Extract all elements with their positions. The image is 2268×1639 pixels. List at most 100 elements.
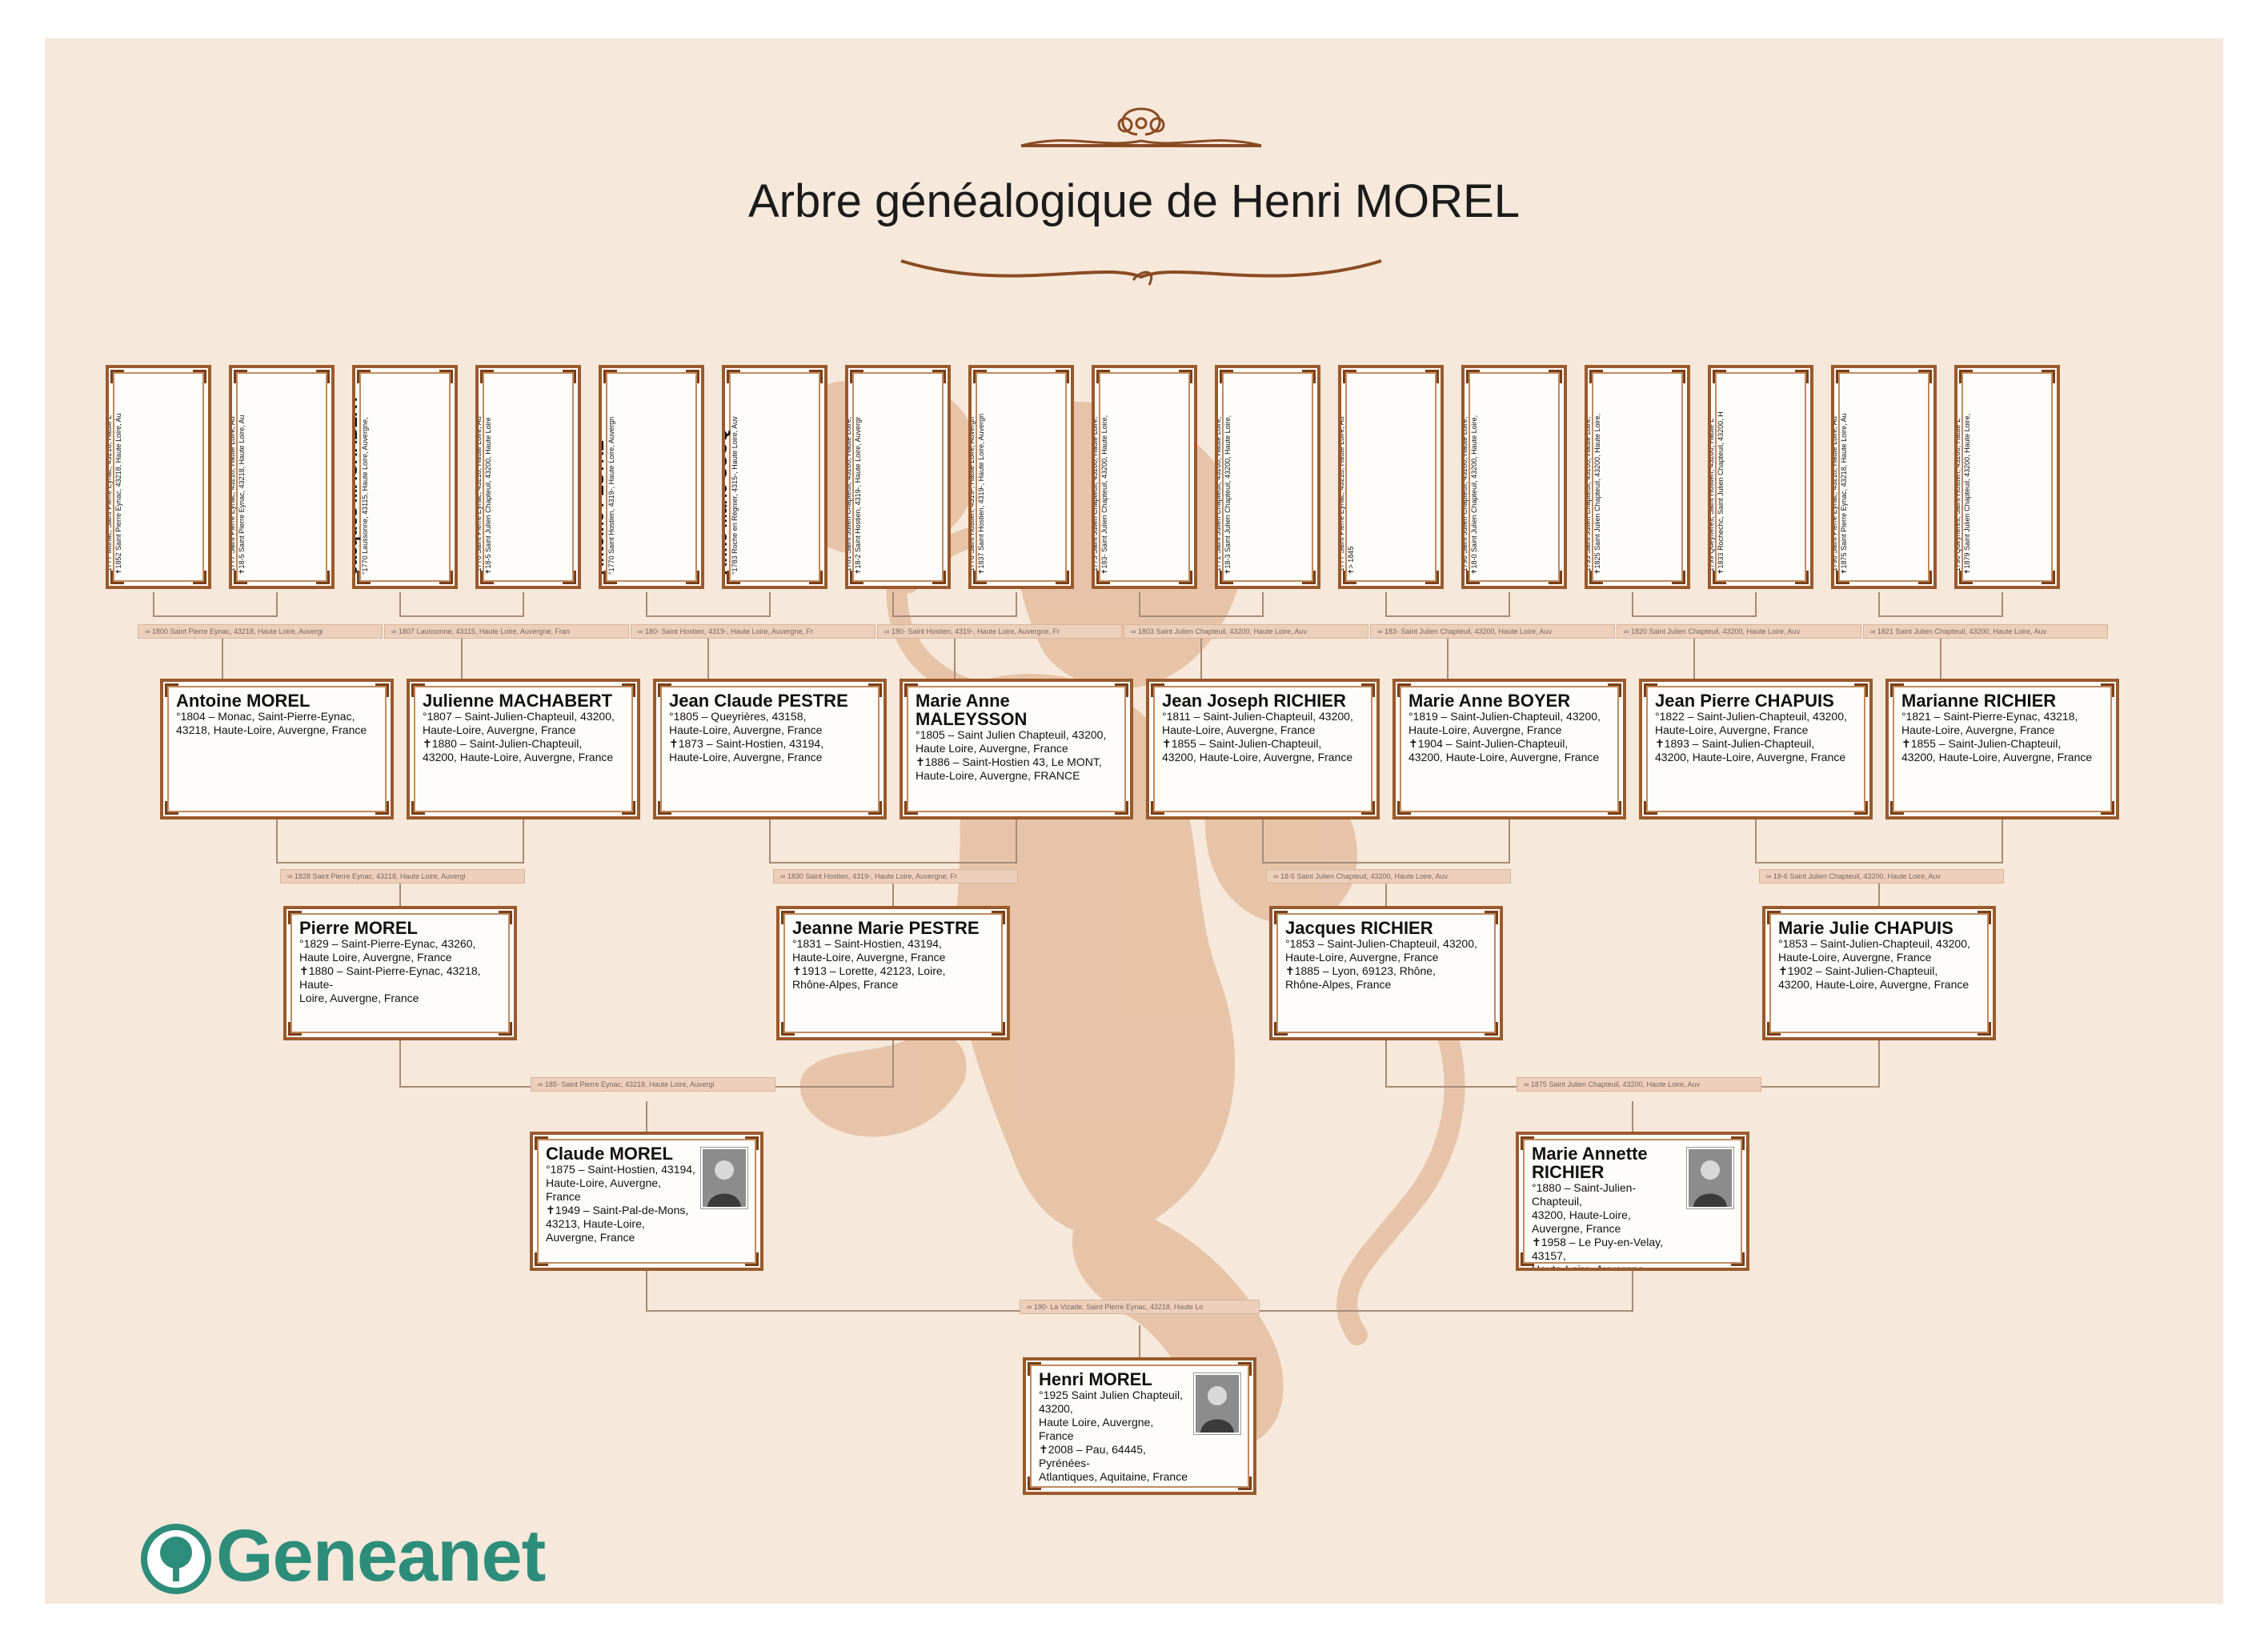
poster: Arbre généalogique de Henri MOREL <box>45 38 2223 1604</box>
person-card-gen5[interactable]: Jean Pierre MALEYSSON°1781 Saint Julien … <box>845 365 951 589</box>
person-card[interactable]: Jean Joseph RICHIER°1811 – Saint-Julien-… <box>1146 679 1380 820</box>
person-card-gen5[interactable]: Jacques CHAPUIS°1793 Saint Julien Chapte… <box>1585 365 1690 589</box>
card-corner-ornament <box>1713 571 1726 584</box>
person-detail-line: °1925 Saint Julien Chapteuil, 43200, <box>1039 1389 1183 1415</box>
person-detail-line: 43200, Haute-Loire, Auvergne, France <box>1532 1208 1631 1235</box>
marriage-bar: ∞ 1800 Saint Pierre Eynac, 43218, Haute … <box>138 624 383 639</box>
person-card[interactable]: Julienne MACHABERT°1807 – Saint-Julien-C… <box>407 679 640 820</box>
card-corner-ornament <box>2042 571 2055 584</box>
person-card-gen5[interactable]: Jean Jacques RICHIER°1790 Saint Pierre E… <box>1831 365 1937 589</box>
birth-line: °1799 Queyrières, Saint Hostien, 43200, … <box>1708 418 1715 575</box>
person-card-gen5[interactable]: Magdeleine MONCHALIN°1790 Queyrières, Sa… <box>1954 365 2060 589</box>
card-corner-ornament <box>1361 801 1375 815</box>
death-line: ✝1852 Saint Pierre Eynac, 43218, Haute L… <box>114 413 122 575</box>
person-text: Claude MOREL°1875 – Saint-Hostien, 43194… <box>546 1144 698 1244</box>
death-line: ✝1825 Saint Julien Chapteuil, 43200, Hau… <box>1593 413 1601 575</box>
person-card[interactable]: Pierre MOREL°1829 – Saint-Pierre-Eynac, … <box>283 906 517 1040</box>
person-detail-line: ✝1880 – Saint-Julien-Chapteuil, <box>423 737 583 750</box>
person-text: Marie Julie CHAPUIS°1853 – Saint-Julien-… <box>1778 919 1981 992</box>
person-card[interactable]: Jacques RICHIER°1853 – Saint-Julien-Chap… <box>1269 906 1503 1040</box>
person-detail-line: 43200, Haute-Loire, Auvergne, France <box>1408 751 1600 763</box>
person-detail-line: °1804 – Monac, Saint-Pierre-Eynac, <box>176 710 355 723</box>
person-detail-line: Haute-Loire, Auvergne, France <box>1162 723 1316 736</box>
card-corner-ornament <box>1220 571 1233 584</box>
person-card[interactable]: Marie Anne BOYER°1819 – Saint-Julien-Cha… <box>1392 679 1626 820</box>
person-card[interactable]: Marie Annette RICHIER°1880 – Saint-Julie… <box>1516 1132 1749 1271</box>
birth-line: °1790 Saint Pierre Eynac, 43218, Haute L… <box>1831 416 1838 575</box>
card-corner-ornament <box>411 801 425 815</box>
birth-line: °1777 Saint Pierre Eynac, 43218, Haute L… <box>229 416 236 575</box>
person-text: Vital RICHIER°1773 Saint Julien Chapteui… <box>1095 375 1109 575</box>
card-corner-ornament <box>110 571 124 584</box>
person-card-gen5[interactable]: Jeanne Marie VALLEYRE°1776 Saint Hostien… <box>968 365 1074 589</box>
person-name: Marie Anne BOYER <box>1408 691 1571 711</box>
death-line: ✝18-5 Saint Julien Chapteuil, 43200, Hau… <box>484 417 492 575</box>
marriage-bar: ∞ 180- Saint Hostien, 4319-, Haute Loire… <box>877 624 1122 639</box>
person-text: Marie Rose HILAIRE°1777 Saint Pierre Eyn… <box>229 375 246 575</box>
card-corner-ornament <box>1115 683 1128 697</box>
card-corner-ornament <box>1713 370 1726 383</box>
card-corner-ornament <box>193 571 206 584</box>
person-card-gen5[interactable]: Magdeleine RICHAUD°1772 Saint Julien Cha… <box>1215 365 1320 589</box>
person-name: Jacques MACHABERT <box>352 394 361 575</box>
card-corner-ornament <box>1608 683 1621 697</box>
card-corner-ornament <box>745 1136 759 1150</box>
card-corner-ornament <box>1179 571 1192 584</box>
person-card[interactable]: Jean Pierre CHAPUIS°1822 – Saint-Julien-… <box>1639 679 1873 820</box>
card-corner-ornament <box>439 571 453 584</box>
marriage-bar: ∞ 1828 Saint Pierre Eynac, 43218, Haute … <box>280 869 525 884</box>
marriage-bar: ∞ 1807 Laussonne, 43115, Haute Loire, Au… <box>384 624 629 639</box>
person-text: Magdeleine MONCHALIN°1790 Queyrières, Sa… <box>1957 375 1972 575</box>
person-card[interactable]: Antoine MOREL°1804 – Monac, Saint-Pierre… <box>160 679 394 820</box>
card-corner-ornament <box>1854 801 1868 815</box>
card-corner-ornament <box>727 571 740 584</box>
card-corner-ornament <box>1977 911 1991 924</box>
card-corner-ornament <box>686 370 699 383</box>
person-card-gen5[interactable]: Anne Marie CUOQ°1783 Roche en Régnier, 4… <box>722 365 827 589</box>
death-line: ✝1879 Saint Julien Chapteuil, 43200, Hau… <box>1963 413 1971 575</box>
card-corner-ornament <box>1589 370 1603 383</box>
death-line: ✝183- Saint Julien Chapteuil, 43200, Hau… <box>1100 415 1108 575</box>
person-text: Henri MOREL°1925 Saint Julien Chapteuil,… <box>1039 1370 1191 1484</box>
person-card-gen5[interactable]: Antoinette JULIEN°1770 Saint Pierre Eyna… <box>475 365 581 589</box>
person-card-gen5[interactable]: Jean Jacques BOYER°1777 Saint Pierre Eyn… <box>1338 365 1444 589</box>
card-corner-ornament <box>1056 571 1069 584</box>
person-detail-line: Haute Loire, Auvergne, France <box>916 742 1068 755</box>
card-corner-ornament <box>992 1022 1005 1036</box>
person-detail-line: 43200, Haute-Loire, Auvergne, France <box>1778 978 1969 991</box>
person-card-gen5[interactable]: Jean Pierre MOREL°1777 Monac, Saint Pier… <box>106 365 211 589</box>
person-detail-line: ✝1893 – Saint-Julien-Chapteuil, <box>1655 737 1815 750</box>
bottom-ornament-icon <box>900 259 1382 286</box>
person-detail-line: Haute-Loire, Auvergne, France <box>1408 723 1562 736</box>
person-card[interactable]: Jeanne Marie PESTRE°1831 – Saint-Hostien… <box>776 906 1010 1040</box>
person-text: Jacques MACHABERT°1770 Laussonne, 43115,… <box>352 375 370 575</box>
person-name: Jeanne Marie PESTRE <box>792 918 980 938</box>
person-card[interactable]: Marie Julie CHAPUIS°1853 – Saint-Julien-… <box>1762 906 1996 1040</box>
card-corner-ornament <box>781 1022 795 1036</box>
geneanet-wordmark: Geneanet <box>216 1515 546 1597</box>
person-card[interactable]: Claude MOREL°1875 – Saint-Hostien, 43194… <box>530 1132 763 1271</box>
person-card-gen5[interactable]: Marthise MONCHALIN°1799 Queyrières, Sain… <box>1708 365 1813 589</box>
card-corner-ornament <box>850 571 864 584</box>
person-card[interactable]: Henri MOREL°1925 Saint Julien Chapteuil,… <box>1023 1357 1256 1495</box>
person-detail-line: Haute-Loire, Auvergne, FRANCE <box>916 769 1080 782</box>
card-corner-ornament <box>316 571 330 584</box>
person-card-gen5[interactable]: Vital RICHIER°1773 Saint Julien Chapteui… <box>1092 365 1197 589</box>
person-card-gen5[interactable]: Antoine PESTRE°1770 Saint Hostien, 4319-… <box>599 365 704 589</box>
person-card-gen5[interactable]: Marie LAYES°1790 Saint Julien Chapteuil,… <box>1461 365 1567 589</box>
person-card-gen5[interactable]: Marie Rose HILAIRE°1777 Saint Pierre Eyn… <box>229 365 335 589</box>
card-corner-ornament <box>1485 1022 1498 1036</box>
person-text: Antoine PESTRE°1770 Saint Hostien, 4319-… <box>602 375 616 575</box>
card-corner-ornament <box>1854 683 1868 697</box>
person-detail-line: Haute-Loire, Auvergne, France <box>1901 723 2055 736</box>
person-card[interactable]: Marie Anne MALEYSSON°1805 – Saint Julien… <box>900 679 1133 820</box>
person-card[interactable]: Marianne RICHIER°1821 – Saint-Pierre-Eyn… <box>1885 679 2119 820</box>
person-text: Jacques RICHIER°1853 – Saint-Julien-Chap… <box>1285 919 1489 992</box>
person-card[interactable]: Jean Claude PESTRE°1805 – Queyrières, 43… <box>653 679 887 820</box>
person-card-gen5[interactable]: Jacques MACHABERT°1770 Laussonne, 43115,… <box>352 365 458 589</box>
card-corner-ornament <box>1977 1022 1991 1036</box>
person-detail-line: °1821 – Saint-Pierre-Eynac, 43218, <box>1901 710 2078 723</box>
person-detail-line: Haute-Loire, Auvergne, France <box>1778 951 1932 964</box>
death-line: ✝1875 Saint Pierre Eynac, 43218, Haute L… <box>1840 413 1848 575</box>
person-text: Jeanne Marie VALLEYRE°1776 Saint Hostien… <box>972 375 986 575</box>
